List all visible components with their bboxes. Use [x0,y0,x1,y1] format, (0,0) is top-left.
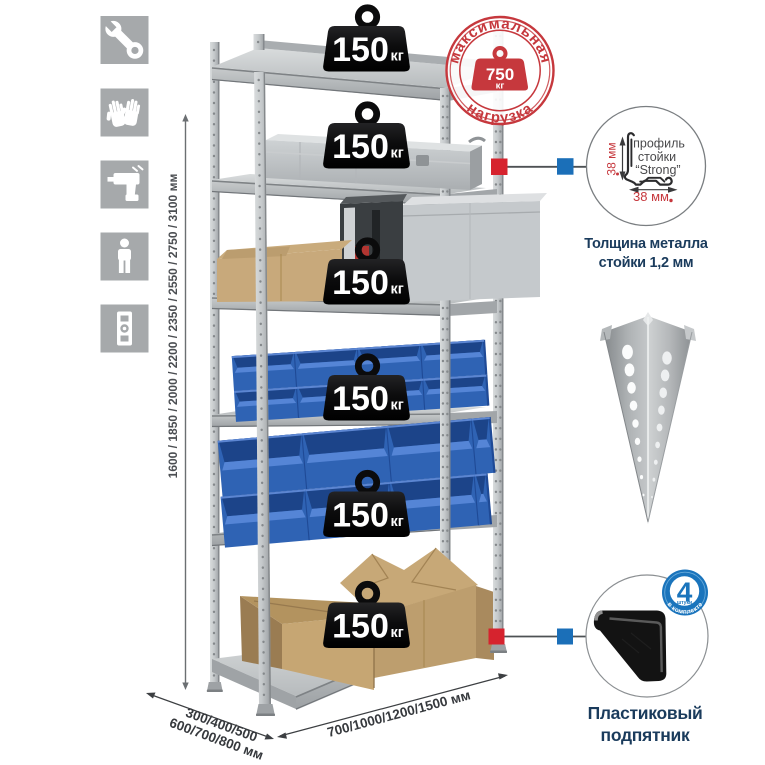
svg-text:стойки: стойки [638,150,676,164]
svg-text:700/1000/1200/1500 мм: 700/1000/1200/1500 мм [326,687,472,740]
svg-text:подпятник: подпятник [601,725,690,745]
svg-text:профиль: профиль [633,137,685,151]
svg-text:штуки: штуки [677,600,692,606]
svg-text:38 мм: 38 мм [605,142,619,175]
svg-text:4: 4 [677,577,693,608]
svg-text:кг: кг [496,81,505,92]
svg-text:750: 750 [486,65,514,84]
svg-text:стойки 1,2 мм: стойки 1,2 мм [599,255,694,271]
svg-text:Толщина металла: Толщина металла [584,236,709,252]
svg-text:“Strong”: “Strong” [635,163,680,177]
svg-text:Пластиковый: Пластиковый [588,703,703,723]
svg-text:1600 / 1850 / 2000 / 2200 / 23: 1600 / 1850 / 2000 / 2200 / 2350 / 2550 … [166,174,180,479]
svg-text:38 мм: 38 мм [633,189,669,204]
